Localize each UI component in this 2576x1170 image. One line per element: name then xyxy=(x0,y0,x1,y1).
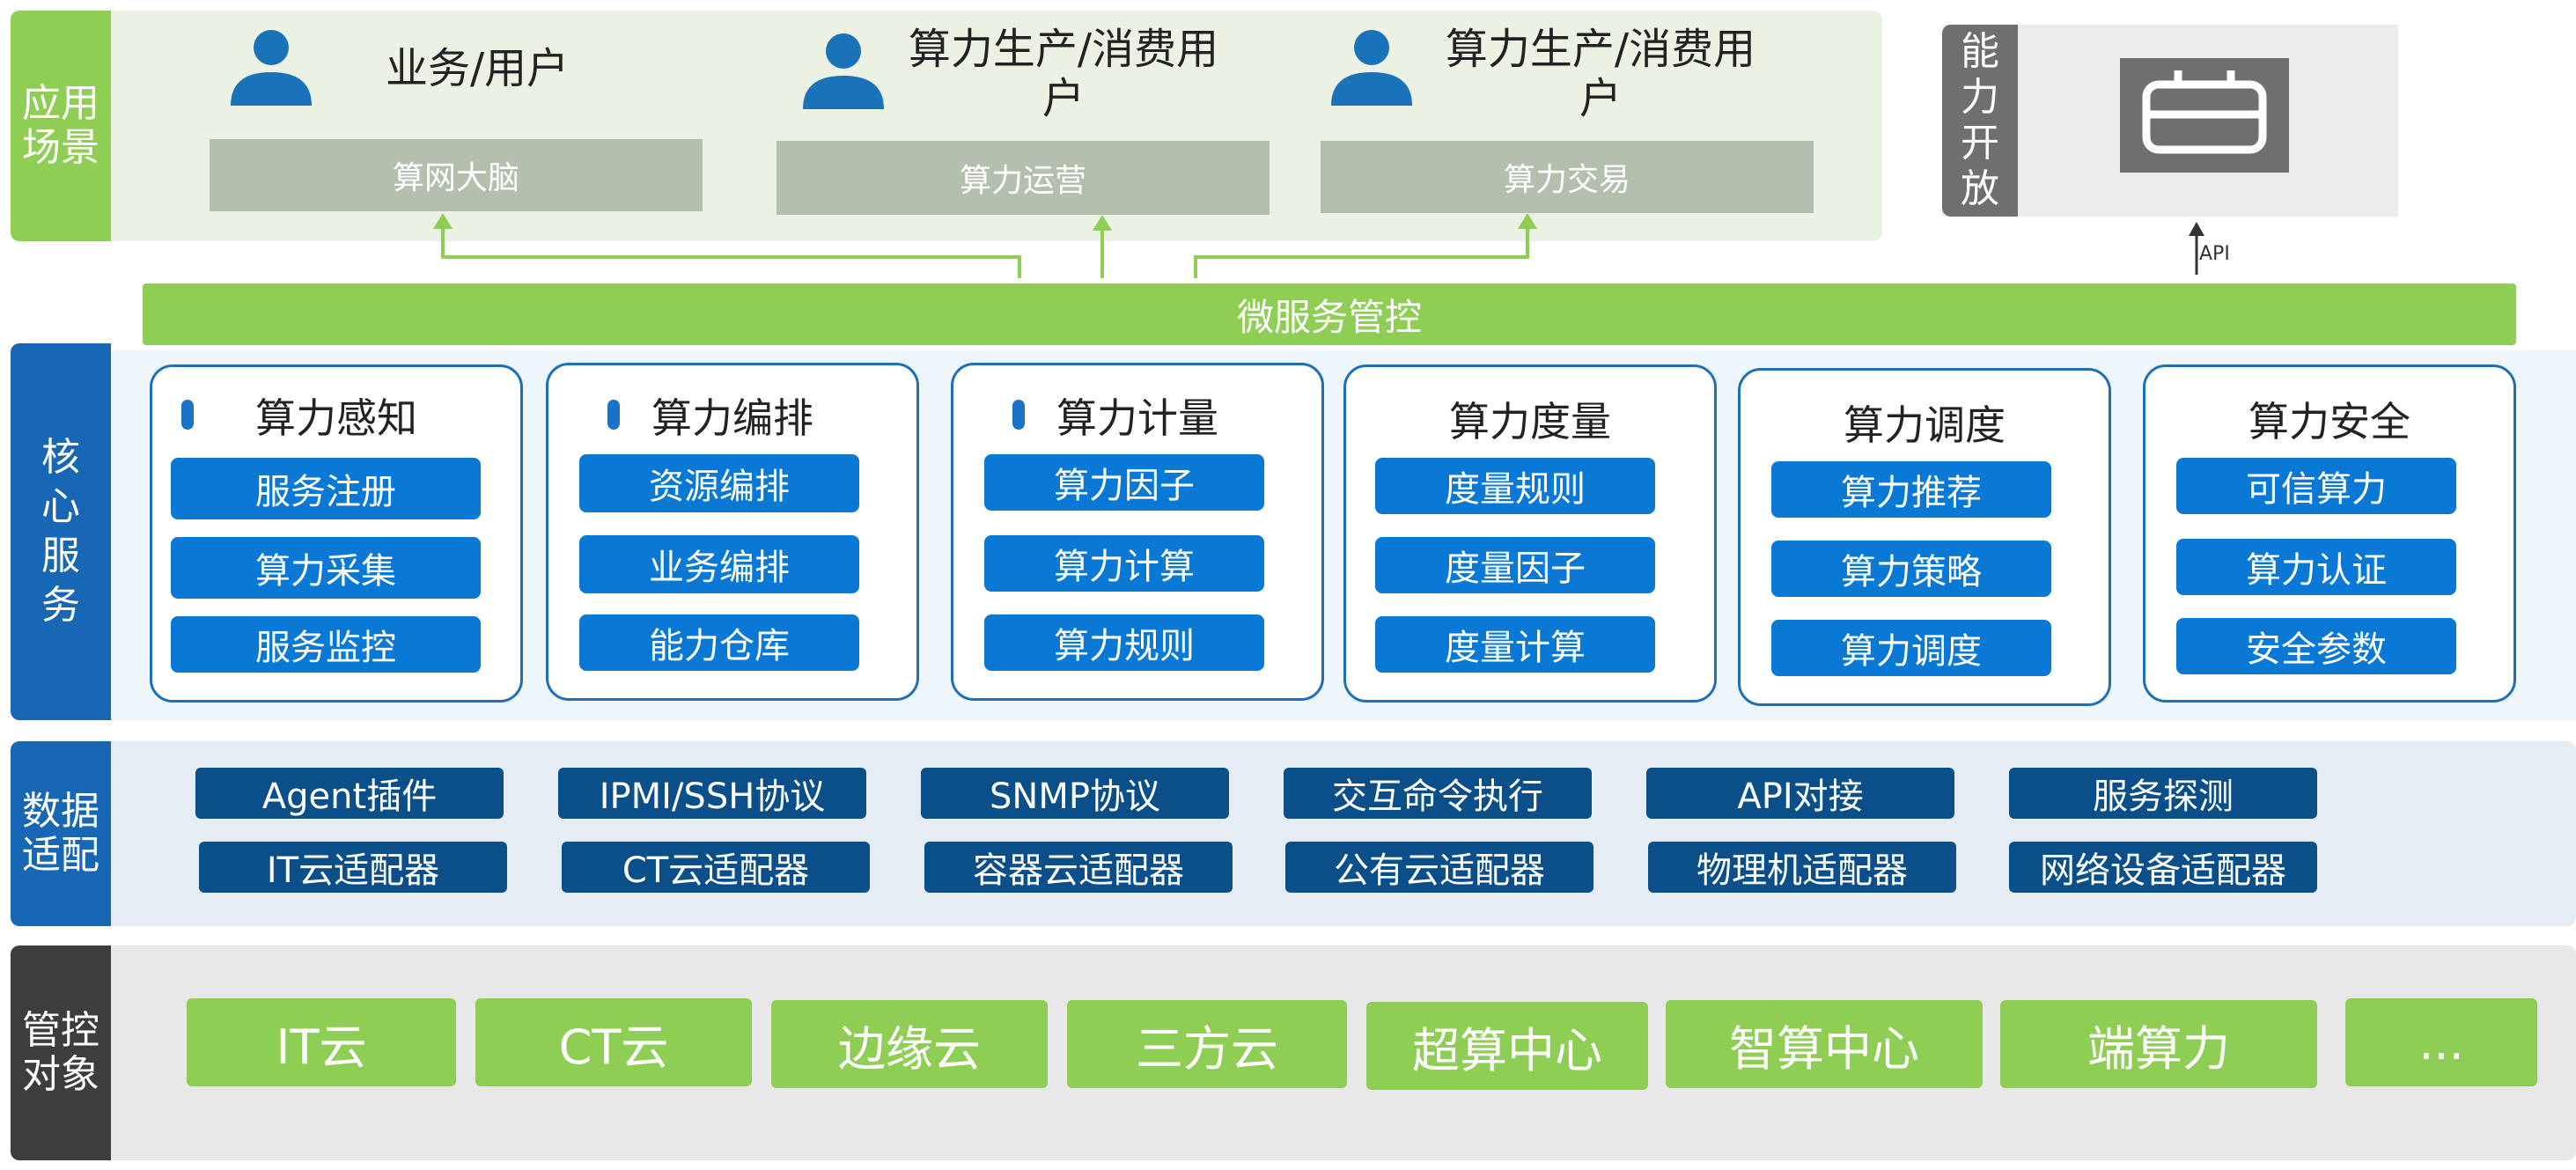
adapter-item[interactable]: 网络设备适配器 xyxy=(2009,842,2317,893)
adapter-item[interactable]: API对接 xyxy=(1646,768,1954,819)
adapter-item[interactable]: 交互命令执行 xyxy=(1284,768,1592,819)
service-item[interactable]: 度量因子 xyxy=(1375,537,1655,593)
service-item[interactable]: 度量计算 xyxy=(1375,616,1655,673)
capability-open-label: 能力开放 xyxy=(1942,25,2018,217)
service-title: 算力调度 xyxy=(1844,401,2006,449)
managed-layer-label: 管控对象 xyxy=(11,946,111,1160)
service-item[interactable]: 算力策略 xyxy=(1771,541,2051,597)
title-marker xyxy=(607,400,620,430)
terminal-icon xyxy=(2120,58,2289,173)
user-icon xyxy=(231,30,312,106)
service-item[interactable]: 算力推荐 xyxy=(1771,461,2051,518)
user-label: 算力生产/消费用户 xyxy=(1445,25,1756,123)
managed-object[interactable]: 智算中心 xyxy=(1666,1000,1983,1088)
service-item[interactable]: 算力因子 xyxy=(984,454,1264,511)
service-title: 算力编排 xyxy=(546,387,919,444)
api-arrow xyxy=(2189,222,2204,275)
scenario-box: 算网大脑 xyxy=(210,139,703,211)
service-item[interactable]: 度量规则 xyxy=(1375,458,1655,514)
service-item[interactable]: 能力仓库 xyxy=(579,614,859,671)
service-item[interactable]: 安全参数 xyxy=(2176,618,2456,674)
user-icon xyxy=(1331,30,1412,106)
managed-object[interactable]: 边缘云 xyxy=(771,1000,1048,1088)
app-layer-label: 应用场景 xyxy=(11,11,111,241)
api-label: API xyxy=(2199,243,2230,265)
adapter-item[interactable]: IPMI/SSH协议 xyxy=(558,768,866,819)
user-icon xyxy=(803,33,884,109)
service-item[interactable]: 资源编排 xyxy=(579,454,859,512)
connector-arrows xyxy=(433,213,1537,278)
service-title: 算力度量 xyxy=(1449,398,1611,445)
adapter-item[interactable]: 容器云适配器 xyxy=(924,842,1233,893)
service-item[interactable]: 可信算力 xyxy=(2176,458,2456,514)
microservice-bar: 微服务管控 xyxy=(143,283,2516,345)
service-item[interactable]: 算力采集 xyxy=(171,537,481,599)
user-3: 算力生产/消费用户 xyxy=(1328,25,1785,123)
user-1: 业务/用户 xyxy=(227,25,632,113)
adapter-item[interactable]: SNMP协议 xyxy=(921,768,1229,819)
service-item[interactable]: 业务编排 xyxy=(579,535,859,593)
service-item[interactable]: 服务监控 xyxy=(171,616,481,673)
title-marker xyxy=(1012,400,1025,430)
core-layer-label: 核心服务 xyxy=(11,343,111,720)
service-item[interactable]: 算力调度 xyxy=(1771,620,2051,676)
data-layer-label: 数据适配 xyxy=(11,741,111,926)
managed-object[interactable]: 端算力 xyxy=(2000,1000,2317,1088)
service-item[interactable]: 算力规则 xyxy=(984,614,1264,671)
managed-object[interactable]: ... xyxy=(2345,998,2537,1086)
service-item[interactable]: 算力计算 xyxy=(984,535,1264,592)
adapter-item[interactable]: 公有云适配器 xyxy=(1285,842,1593,893)
title-marker xyxy=(181,400,194,430)
scenario-box: 算力交易 xyxy=(1321,141,1814,213)
service-title: 算力计量 xyxy=(951,387,1324,444)
service-item[interactable]: 服务注册 xyxy=(171,458,481,519)
service-title: 算力感知 xyxy=(150,387,523,444)
adapter-item[interactable]: IT云适配器 xyxy=(199,842,507,893)
scenario-box: 算力运营 xyxy=(776,141,1270,215)
user-label: 业务/用户 xyxy=(386,44,570,93)
service-title: 算力安全 xyxy=(2248,398,2410,445)
managed-object[interactable]: 三方云 xyxy=(1067,1000,1347,1088)
managed-object[interactable]: IT云 xyxy=(187,998,456,1086)
user-2: 算力生产/消费用户 xyxy=(799,25,1240,123)
service-item[interactable]: 算力认证 xyxy=(2176,539,2456,595)
managed-object[interactable]: CT云 xyxy=(475,998,752,1086)
managed-object[interactable]: 超算中心 xyxy=(1366,1002,1648,1090)
adapter-item[interactable]: 服务探测 xyxy=(2009,768,2317,819)
adapter-item[interactable]: 物理机适配器 xyxy=(1648,842,1956,893)
adapter-item[interactable]: CT云适配器 xyxy=(562,842,870,893)
user-label: 算力生产/消费用户 xyxy=(908,25,1219,123)
adapter-item[interactable]: Agent插件 xyxy=(195,768,504,819)
